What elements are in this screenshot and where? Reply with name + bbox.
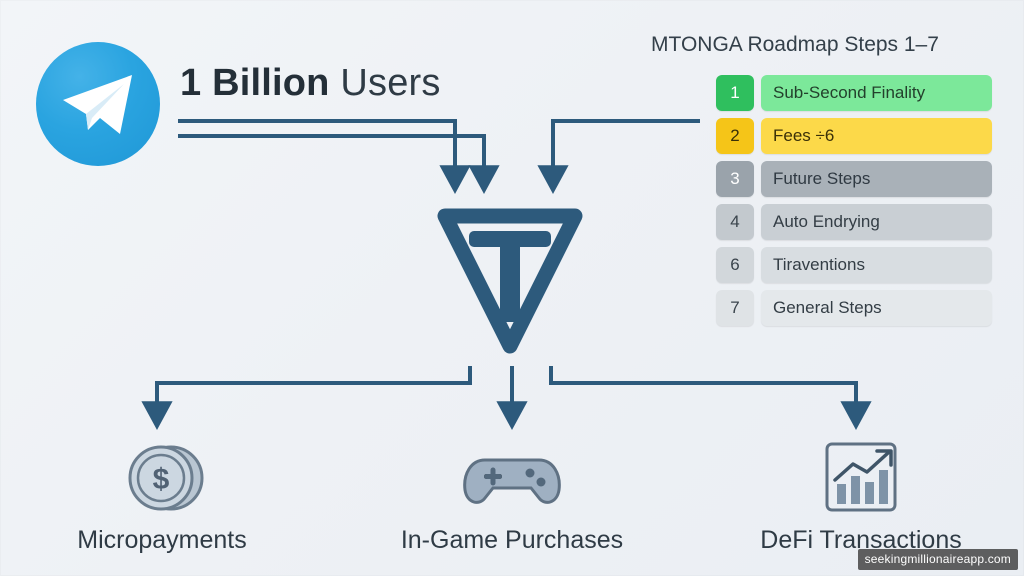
gamepad-icon: [370, 430, 654, 522]
roadmap-title: MTONGA Roadmap Steps 1–7: [651, 33, 939, 56]
output-label-in-game-purchases: In-Game Purchases: [400, 526, 624, 554]
roadmap-step-number: 1: [716, 75, 754, 111]
headline-rest: Users: [329, 62, 441, 104]
headline-bold: 1 Billion: [180, 62, 330, 104]
roadmap-step-label: Fees ÷6: [761, 118, 992, 154]
roadmap-step-label: Auto Endrying: [761, 204, 992, 240]
svg-text:$: $: [153, 463, 170, 496]
roadmap-step-number: 7: [716, 290, 754, 326]
ton-diamond-logo: [431, 198, 589, 356]
roadmap-step-label: General Steps: [761, 290, 992, 326]
output-node-in-game-purchases: In-Game Purchases: [370, 430, 654, 555]
page-title: 1 Billion Users: [180, 62, 441, 105]
ton-logo-icon: [437, 208, 583, 354]
roadmap-step-label: Sub-Second Finality: [761, 75, 992, 111]
roadmap-step-number: 2: [716, 118, 754, 154]
telegram-plane-icon: [63, 75, 132, 134]
roadmap-step-label: Tiraventions: [761, 247, 992, 283]
roadmap-step-number: 3: [716, 161, 754, 197]
roadmap-step-number: 4: [716, 204, 754, 240]
chart-growth-icon: [716, 430, 1006, 522]
telegram-logo: [36, 42, 160, 166]
roadmap-step-label: Future Steps: [761, 161, 992, 197]
outgoing-arrows: [141, 366, 872, 430]
roadmap-step-number: 6: [716, 247, 754, 283]
output-node-micropayments: $ Micropayments: [20, 430, 304, 555]
output-label-micropayments: Micropayments: [77, 526, 247, 554]
output-node-defi-transactions: DeFi Transactions: [716, 430, 1006, 555]
incoming-arrows: [178, 119, 700, 194]
coin-dollar-icon: $: [20, 430, 304, 522]
watermark: seekingmillionaireapp.com: [857, 549, 1018, 570]
